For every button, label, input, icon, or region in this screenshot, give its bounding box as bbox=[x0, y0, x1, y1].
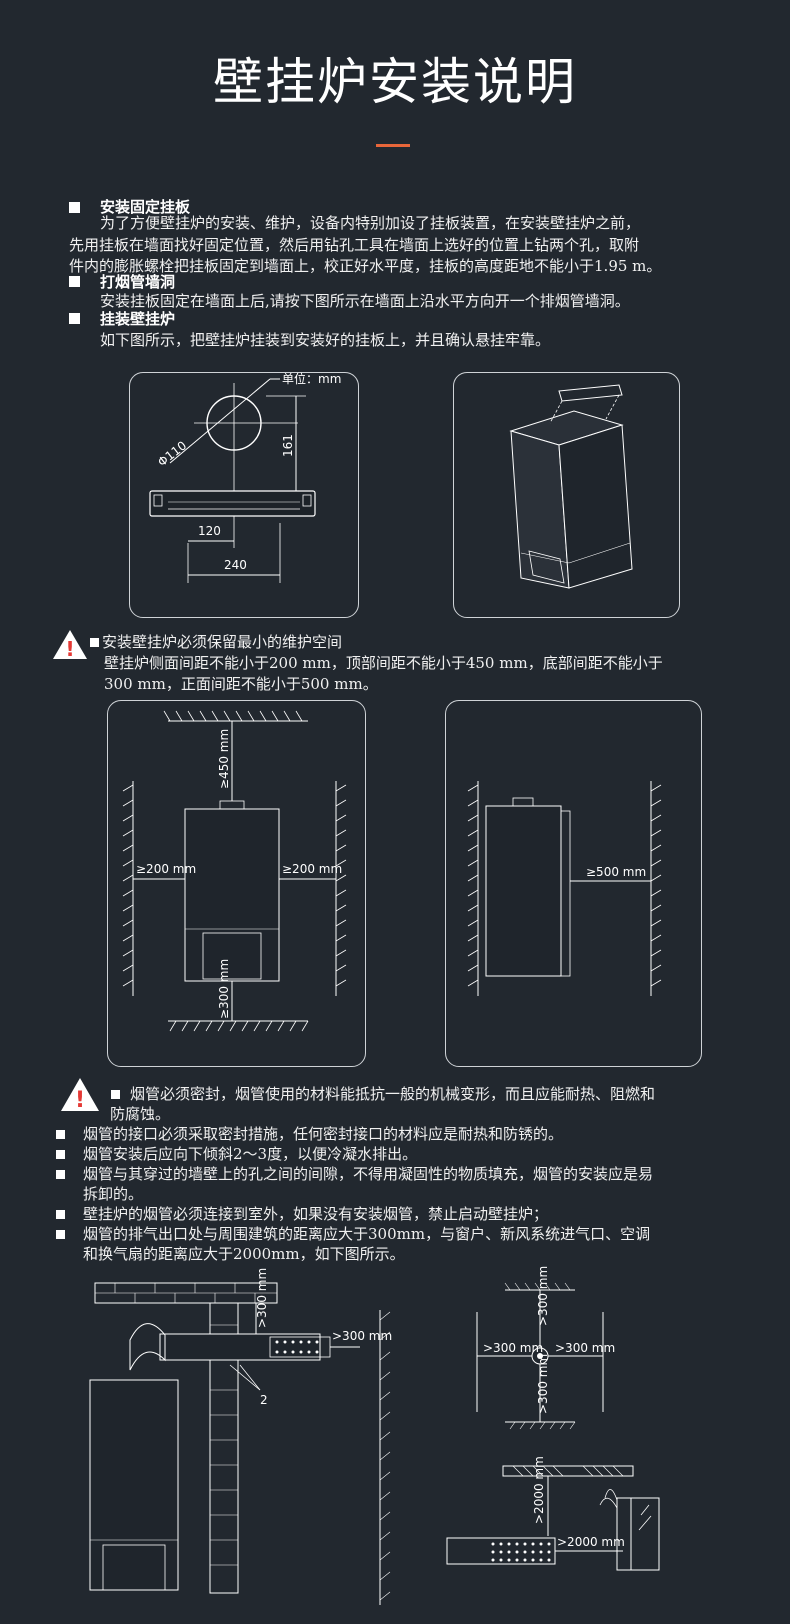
svg-text:!: ! bbox=[65, 637, 74, 661]
flue-item-2: 烟管的接口必须采取密封措施，任何密封接口的材料应是耐热和防锈的。 bbox=[83, 1125, 564, 1143]
square-bullet-icon bbox=[56, 1150, 65, 1159]
square-bullet-icon bbox=[69, 276, 80, 287]
height-label: 161 bbox=[281, 434, 295, 457]
svg-text:!: ! bbox=[75, 1088, 85, 1113]
outlet-right-label: >300 mm bbox=[555, 1341, 615, 1355]
outlet-bottom-label: >300 mm bbox=[536, 1354, 550, 1414]
window-vertical-label: >2000 mm bbox=[532, 1456, 546, 1524]
warning-triangle-icon: ! bbox=[61, 1078, 99, 1113]
square-bullet-icon bbox=[56, 1170, 65, 1179]
flue-item-4-line-1: 烟管与其穿过的墙壁上的孔之间的间隙，不得用凝固性的物质填充，烟管的安装应是易 bbox=[83, 1165, 654, 1183]
square-bullet-icon bbox=[69, 202, 80, 213]
flue-wall-clearance-label: >300 mm bbox=[332, 1329, 392, 1343]
flue-item-5: 壁挂炉的烟管必须连接到室外，如果没有安装烟管，禁止启动壁挂炉； bbox=[83, 1205, 549, 1223]
unit-label: 单位：mm bbox=[282, 371, 341, 386]
width-120-label: 120 bbox=[198, 524, 221, 538]
square-bullet-icon bbox=[69, 313, 80, 324]
flue-item-1-line-2: 防腐蚀。 bbox=[110, 1105, 171, 1123]
flue-item-4-line-2: 拆卸的。 bbox=[83, 1185, 144, 1203]
flue-item-3: 烟管安装后应向下倾斜2～3度，以便冷凝水排出。 bbox=[83, 1145, 418, 1163]
component-2-label: 2 bbox=[260, 1393, 268, 1407]
warning1-heading: 安装壁挂炉必须保留最小的维护空间 bbox=[102, 633, 343, 651]
clearance-bottom-label: ≥300 mm bbox=[217, 959, 231, 1019]
square-bullet-icon bbox=[111, 1090, 120, 1099]
section1-line-2: 先用挂板在墙面找好固定位置，然后用钻孔工具在墙面上选好的位置上钻两个孔，取附 bbox=[69, 236, 640, 254]
flue-item-6-line-2: 和换气扇的距离应大于2000mm，如下图所示。 bbox=[83, 1245, 405, 1263]
title-accent-bar bbox=[376, 144, 410, 147]
boiler-hanging-drawing bbox=[509, 384, 633, 589]
section2-line: 安装挂板固定在墙面上后,请按下图所示在墙面上沿水平方向开一个排烟管墙洞。 bbox=[100, 292, 630, 310]
clearance-top-label: ≥450 mm bbox=[217, 729, 231, 789]
clearance-front-drawing: ≥450 mm ≥200 mm ≥200 mm ≥300 mm bbox=[122, 710, 347, 1032]
boiler-hanging-diagram bbox=[453, 372, 680, 618]
outlet-top-label: >300 mm bbox=[536, 1266, 550, 1326]
square-bullet-icon bbox=[90, 638, 99, 647]
window-distance-drawing: >2000 mm >2000 mm bbox=[446, 1456, 660, 1571]
width-240-label: 240 bbox=[224, 558, 247, 572]
clearance-right-label: ≥200 mm bbox=[282, 862, 342, 876]
warning1-line-1: 壁挂炉侧面间距不能小于200 mm，顶部间距不能小于450 mm，底部间距不能小… bbox=[104, 654, 663, 672]
flue-installation-drawing: >300 mm >300 mm 2 bbox=[89, 1268, 392, 1605]
section1-heading: 安装固定挂板 bbox=[100, 198, 191, 216]
clearance-front-diagram: ≥450 mm ≥200 mm ≥200 mm ≥300 mm bbox=[107, 700, 366, 1067]
flue-top-clearance-label: >300 mm bbox=[255, 1268, 269, 1328]
clearance-left-label: ≥200 mm bbox=[136, 862, 196, 876]
clearance-front-label: ≥500 mm bbox=[586, 865, 646, 879]
window-horizontal-label: >2000 mm bbox=[557, 1535, 625, 1549]
clearance-side-drawing: ≥500 mm bbox=[467, 781, 662, 996]
square-bullet-icon bbox=[56, 1230, 65, 1239]
section1-line-1: 为了方便壁挂炉的安装、维护，设备内特别加设了挂板装置，在安装壁挂炉之前， bbox=[100, 214, 641, 232]
page-title: 壁挂炉安装说明 bbox=[213, 53, 577, 111]
outlet-left-label: >300 mm bbox=[483, 1341, 543, 1355]
mounting-plate-drawing: Φ110 单位：mm 161 120 240 bbox=[149, 371, 341, 583]
flue-item-1-line-1: 烟管必须密封，烟管使用的材料能抵抗一般的机械变形，而且应能耐热、阻燃和 bbox=[130, 1085, 656, 1103]
warning-triangle-icon: ! bbox=[53, 630, 87, 661]
square-bullet-icon bbox=[56, 1210, 65, 1219]
section2-heading: 打烟管墙洞 bbox=[100, 273, 176, 291]
section3-line: 如下图所示，把壁挂炉挂装到安装好的挂板上，并且确认悬挂牢靠。 bbox=[100, 331, 551, 349]
clearance-side-diagram: ≥500 mm bbox=[445, 700, 702, 1067]
square-bullet-icon bbox=[56, 1130, 65, 1139]
warning1-line-2: 300 mm，正面间距不能小于500 mm。 bbox=[104, 675, 378, 693]
outlet-clearance-drawing: >300 mm >300 mm >300 mm >300 mm bbox=[476, 1266, 615, 1430]
section1-line-3: 件内的膨胀螺栓把挂板固定到墙面上，校正好水平度，挂板的高度距地不能小于1.95 … bbox=[69, 257, 662, 275]
diameter-label: Φ110 bbox=[155, 438, 189, 469]
section3-heading: 挂装壁挂炉 bbox=[100, 310, 176, 328]
mounting-plate-diagram: Φ110 单位：mm 161 120 240 bbox=[129, 371, 359, 618]
flue-item-6-line-1: 烟管的排气出口处与周围建筑的距离应大于300mm，与窗户、新风系统进气口、空调 bbox=[83, 1225, 651, 1243]
